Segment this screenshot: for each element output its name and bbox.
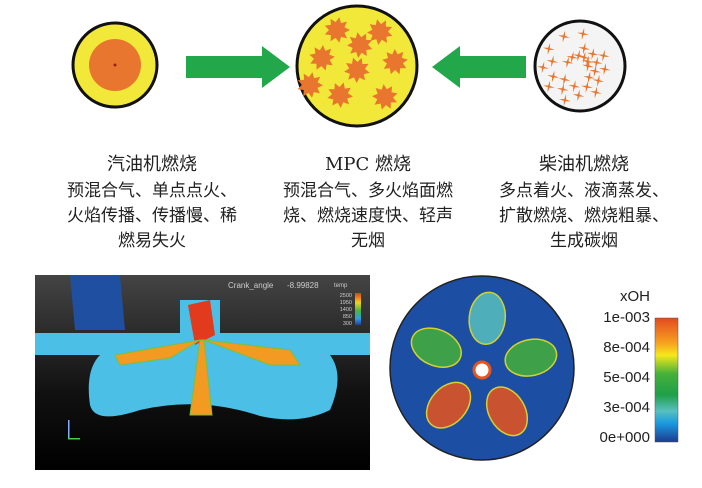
temp-tick: 2500: [340, 293, 352, 299]
oh-plume: [468, 291, 507, 345]
temp-tick: 1400: [340, 307, 352, 313]
oh-plume: [425, 381, 472, 429]
ignition-spark-icon: [592, 74, 605, 87]
ignition-spark-icon: [556, 83, 569, 96]
oh-plume: [410, 327, 462, 368]
temp-legend-title: temp: [334, 283, 348, 289]
flame-front-icon: [297, 72, 323, 98]
ignition-spark-icon: [581, 81, 593, 93]
flame-front-icon: [324, 17, 350, 43]
gasoline-line: 火焰传播、传播慢、稀: [67, 206, 237, 226]
flame-front-icon: [347, 32, 373, 58]
diesel-description: 柴油机燃烧 多点着火、液滴蒸发、 扩散燃烧、燃烧粗暴、 生成碳烟: [484, 152, 684, 254]
flame-front-icon: [344, 57, 370, 83]
ignition-spark-icon: [586, 48, 599, 60]
diesel-line: 多点着火、液滴蒸发、: [499, 181, 669, 201]
ignition-spark-icon: [542, 80, 555, 93]
temp-tick: 300: [343, 321, 352, 327]
ignition-spark-icon: [546, 55, 559, 68]
gasoline-line: 燃易失火: [118, 231, 186, 251]
gasoline-single-point-ignition-icon: [71, 21, 159, 109]
ignition-spark-icon: [581, 55, 594, 68]
ignition-spark-icon: [578, 42, 591, 55]
ignition-spark-icon: [559, 94, 571, 106]
ignition-spark-icon: [568, 80, 581, 93]
gasoline-title: 汽油机燃烧: [107, 154, 197, 175]
diesel-line: 扩散燃烧、燃烧粗暴、: [499, 206, 669, 226]
xoh-tick: 0e+000: [599, 429, 650, 446]
xoh-tick: 3e-004: [603, 399, 650, 416]
flame-front-icon: [372, 84, 398, 110]
ignition-spark-icon: [543, 43, 555, 55]
temp-colorbar: [355, 293, 361, 325]
ignition-spark-icon: [558, 73, 571, 86]
ignition-spark-icon: [561, 56, 574, 69]
temp-tick: 1950: [340, 300, 352, 306]
ignition-spark-icon: [547, 70, 560, 83]
ignition-spark-icon: [598, 63, 611, 76]
ignition-spark-icon: [597, 49, 610, 62]
ignition-spark-icon: [558, 30, 570, 43]
injector-nozzle-icon: [472, 360, 492, 380]
flame-front-icon: [367, 19, 393, 45]
gasoline-description: 汽油机燃烧 预混合气、单点点火、 火焰传播、传播慢、稀 燃易失火: [52, 152, 252, 254]
diesel-line: 生成碳烟: [550, 231, 618, 251]
ignition-spark-icon: [566, 51, 579, 64]
temp-tick: 850: [343, 314, 352, 320]
xoh-tick: 8e-004: [603, 339, 650, 356]
mpc-multi-flame-icon: [295, 4, 419, 128]
oh-plume: [504, 338, 558, 377]
mpc-line: 烧、燃烧速度快、轻声: [283, 206, 453, 226]
mpc-line: 无烟: [351, 231, 385, 251]
oh-distribution-image: [389, 275, 679, 461]
xoh-colorbar: [654, 317, 679, 443]
flame-front-icon: [327, 82, 353, 108]
crank-angle-label: Crank_angle: [228, 281, 274, 290]
flame-front-icon: [309, 45, 335, 71]
ignition-spark-icon: [590, 86, 602, 99]
ignition-spark-icon: [537, 61, 549, 74]
ignition-spark-icon: [582, 60, 594, 72]
xoh-tick: 1e-003: [603, 309, 650, 326]
xoh-legend-title: xOH: [620, 288, 650, 305]
ignition-spark-icon: [589, 65, 601, 78]
flame-front-icon: [382, 49, 408, 75]
arrow-left-icon: [432, 46, 526, 88]
ignition-spark-icon: [572, 49, 585, 62]
mpc-line: 预混合气、多火焰面燃: [283, 181, 453, 201]
cfd-temperature-image: Crank_angle -8.99828 temp 2500 1950 1400…: [35, 275, 370, 470]
ignition-spark-icon: [577, 27, 589, 40]
mpc-description: MPC 燃烧 预混合气、多火焰面燃 烧、燃烧速度快、轻声 无烟: [268, 152, 468, 254]
diesel-multi-point-ignition-icon: [533, 19, 627, 113]
ignition-spark-icon: [572, 89, 585, 102]
arrow-right-icon: [186, 46, 290, 88]
gasoline-line: 预混合气、单点点火、: [67, 181, 237, 201]
ignition-spark-icon: [583, 71, 595, 84]
oh-plume: [485, 386, 529, 437]
crank-angle-value: -8.99828: [287, 281, 319, 290]
ignition-spark-icon: [590, 56, 603, 69]
xoh-tick: 5e-004: [603, 369, 650, 386]
diesel-title: 柴油机燃烧: [539, 154, 629, 175]
mpc-title: MPC 燃烧: [324, 154, 412, 175]
ignition-spark-icon: [578, 51, 591, 64]
